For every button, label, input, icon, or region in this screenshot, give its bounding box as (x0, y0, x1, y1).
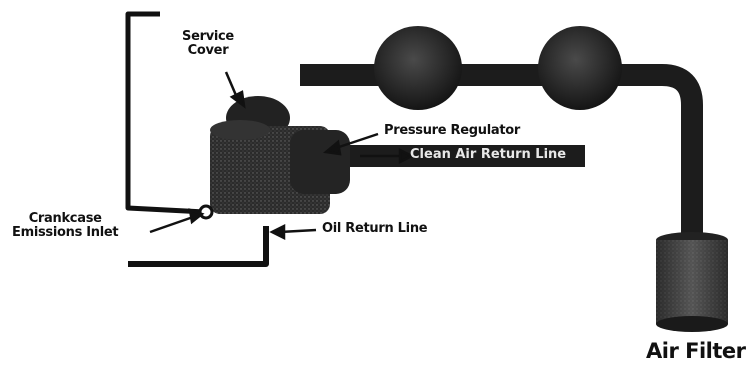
air-filter-label: Air Filter (646, 340, 746, 362)
oil-return-arrow (272, 226, 316, 238)
service-cover-label-line1: Service (182, 30, 234, 44)
crankcase-inlet-arrow (150, 210, 202, 232)
crankcase-label-line2: Emissions Inlet (12, 226, 118, 240)
crankcase-emissions-inlet-label: Crankcase Emissions Inlet (12, 212, 118, 239)
pressure-regulator-body (290, 130, 350, 194)
intake-sphere-1 (374, 26, 462, 110)
crankcase-label-line1: Crankcase (12, 212, 118, 226)
oil-return-hose (128, 226, 266, 264)
clean-air-return-line-label: Clean Air Return Line (410, 148, 566, 162)
crankcase-inlet-fitting (200, 206, 212, 218)
pressure-regulator-label: Pressure Regulator (384, 124, 520, 138)
service-cover-arrow (226, 72, 244, 106)
oil-return-line-label: Oil Return Line (322, 222, 427, 236)
intake-sphere-2 (538, 26, 622, 110)
service-cover-label: Service Cover (182, 30, 234, 57)
air-filter-bottom (656, 316, 728, 332)
service-cover-label-line2: Cover (182, 44, 234, 58)
